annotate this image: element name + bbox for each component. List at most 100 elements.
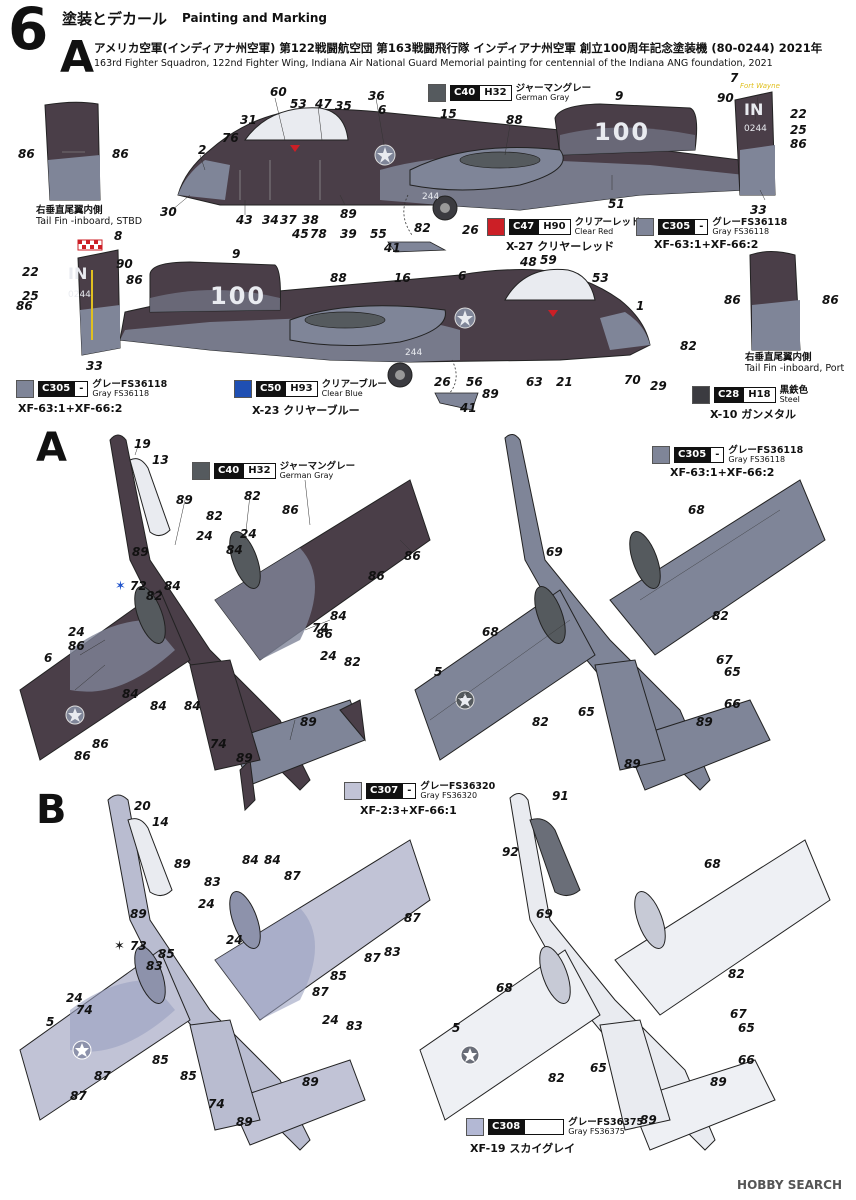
callout-number: 38 [302,213,319,227]
plan-view-a-upper: ✶ [19,434,431,812]
callout-number: 82 [146,589,163,603]
swatch-steel [692,386,710,404]
callout-number: 65 [724,665,741,679]
callout-number: 87 [284,869,301,883]
callout-number: 83 [146,959,163,973]
nacelle2-100: 100 [210,282,267,310]
callout-number: 74 [312,621,329,635]
callout-number: 66 [738,1053,755,1067]
callout-number: 86 [112,147,129,161]
callout-number: 37 [280,213,297,227]
tail-serial: 0244 [744,124,767,134]
swatch-gray-fs36375 [466,1118,484,1136]
callout-number: 2 [198,143,207,157]
callout-number: 82 [680,339,697,353]
callout-number: 20 [134,799,151,813]
callout-number: 24 [198,897,215,911]
callout-number: 39 [340,227,357,241]
nose2-244: 244 [405,348,423,358]
callout-number: 47 [315,97,332,111]
callout-number: 89 [132,545,149,559]
mix-x23: X-23 クリヤーブルー [252,404,360,417]
callout-number: 85 [158,947,175,961]
nose-244: 244 [422,192,440,202]
mix-xf63-plan: XF-63:1+XF-66:2 [670,466,775,479]
callout-number: 67 [716,653,733,667]
callout-number: 66 [724,697,741,711]
callout-number: 89 [176,493,193,507]
title-jp: 塗装とデカール [62,10,168,28]
callout-number: 65 [590,1061,607,1075]
callout-number: 7 [730,71,739,85]
callout-number: 84 [164,579,181,593]
mix-xf63-mid: XF-63:1+XF-66:2 [18,402,123,415]
callout-number: 88 [330,271,347,285]
callout-number: 89 [174,857,191,871]
callout-number: 68 [704,857,721,871]
callout-number: 5 [434,665,443,679]
swatch-gray-fs36118 [636,218,654,236]
callout-number: 22 [790,107,807,121]
callout-number: 74 [76,1003,93,1017]
callout-number: 89 [640,1113,657,1127]
callout-number: 92 [502,845,519,859]
callout-number: 43 [236,213,253,227]
callout-number: 16 [394,271,411,285]
callout-number: 84 [242,853,259,867]
callout-number: 86 [282,503,299,517]
callout-number: 24 [322,1013,339,1027]
callout-number: 69 [546,545,563,559]
callout-number: 26 [434,375,451,389]
scheme-description-jp: アメリカ空軍(インディアナ州空軍) 第122戦闘航空団 第163戦闘飛行隊 イン… [94,41,823,55]
callout-number: 82 [728,967,745,981]
callout-number: 87 [70,1089,87,1103]
swatch-gray-fs36118-2 [16,380,34,398]
callout-number: 88 [506,113,523,127]
callout-number: 25 [790,123,807,137]
callout-number: 6 [378,103,387,117]
callout-number: 84 [122,687,139,701]
callout-number: 68 [688,503,705,517]
callout-number: 90 [717,91,734,105]
callout-number: 72 [130,579,147,593]
tail-fin-port [749,251,801,351]
callout-number: 24 [226,933,243,947]
callout-number: 86 [18,147,35,161]
callout-number: 86 [822,293,839,307]
callout-number: 69 [536,907,553,921]
callout-number: 24 [240,527,257,541]
svg-text:✶: ✶ [114,939,125,954]
callout-number: 82 [206,509,223,523]
callout-number: 84 [264,853,281,867]
callout-number: 56 [466,375,483,389]
callout-number: 86 [92,737,109,751]
callout-number: 86 [68,639,85,653]
callout-number: 89 [302,1075,319,1089]
callout-number: 15 [440,107,457,121]
callout-number: 53 [290,97,307,111]
tail-fin-stbd [44,101,101,201]
callout-number: 82 [532,715,549,729]
callout-number: 85 [152,1053,169,1067]
callout-number: 45 [292,227,309,241]
section-b-plan-label: B [36,787,67,833]
plan-view-a-lower [414,434,826,791]
callout-number: 86 [368,569,385,583]
callout-number: 9 [232,247,241,261]
swatch-gray-fs36320 [344,782,362,800]
callout-number: 68 [496,981,513,995]
callout-number: 41 [384,241,401,255]
callout-number: 41 [460,401,477,415]
callout-number: 82 [344,655,361,669]
callout-number: 60 [270,85,287,99]
swatch-clear-blue [234,380,252,398]
callout-number: 19 [134,437,151,451]
callout-number: 82 [712,609,729,623]
plan-view-b-upper: ✶ [19,794,431,1151]
